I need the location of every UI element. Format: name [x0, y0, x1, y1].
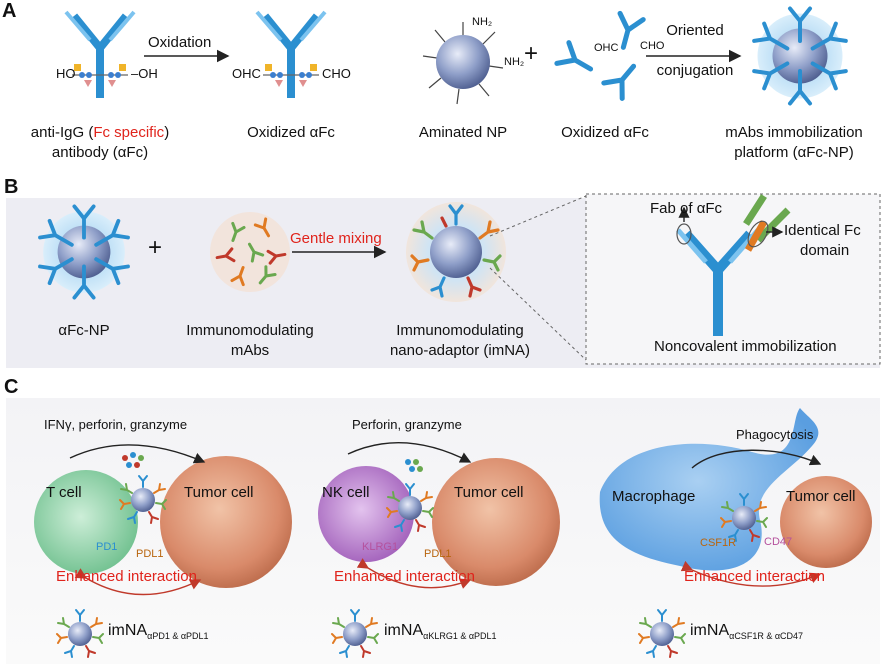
plus-sign-a: + [524, 40, 539, 67]
enhanced-label-2: Enhanced interaction [334, 568, 475, 585]
legend-imna-1 [56, 609, 104, 658]
antibody-native [64, 10, 136, 98]
scene3-top-label: Phagocytosis [736, 427, 814, 442]
imna-caption-1: Immunomodulating [396, 322, 524, 339]
enhanced-label-1: Enhanced interaction [56, 568, 197, 585]
antibody-caption: anti-IgG (Fc specific) [0, 124, 200, 141]
pdl1-label-2: PDL1 [424, 548, 452, 560]
cho-label: CHO [322, 66, 351, 81]
cd47-label: CD47 [764, 536, 793, 548]
oriented-label: Oriented [666, 22, 724, 39]
scene-nkcell [318, 442, 560, 589]
legend-label-3-base: imNA [690, 622, 730, 639]
t-cell-label: T cell [46, 484, 82, 501]
imna-b [406, 202, 506, 302]
legend-label-1: imNAαPD1 & αPDL1 [108, 622, 209, 641]
oxidation-label: Oxidation [148, 34, 212, 51]
panel-letter-a: A [2, 0, 17, 22]
tumor-cell-3 [780, 476, 872, 568]
legend-label-2-sub: αKLRG1 & αPDL1 [423, 631, 497, 641]
csf1r-label: CSF1R [700, 537, 737, 549]
mabs-caption-1: Immunomodulating [186, 322, 314, 339]
mabs-cluster [210, 212, 290, 292]
t-cell-shape [34, 470, 138, 574]
fab-label: Fab of αFc [650, 200, 723, 217]
mabs-caption-2: mAbs [230, 342, 270, 359]
afc-np-b [40, 206, 128, 297]
noncovalent-label: Noncovalent immobilization [654, 338, 837, 355]
legend-label-1-base: imNA [108, 622, 148, 639]
macrophage-shape [599, 408, 819, 571]
macrophage-label: Macrophage [612, 488, 696, 505]
antibody-oxidized [255, 10, 327, 98]
scene-macrophage [599, 408, 872, 587]
legend-label-2-base: imNA [384, 622, 424, 639]
nh2-label: NH₂ [504, 56, 525, 68]
plus-sign-b: + [148, 234, 163, 261]
oxidized-afc-caption-2: Oxidized αFc [561, 124, 649, 141]
enhanced-label-3: Enhanced interaction [684, 568, 825, 585]
legend-label-3: imNAαCSF1R & αCD47 [690, 622, 803, 641]
legend-label-1-sub: αPD1 & αPDL1 [147, 631, 209, 641]
pdl1-label-1: PDL1 [136, 548, 164, 560]
aminated-np-caption: Aminated NP [418, 124, 508, 141]
panel-letter-b: B [4, 176, 19, 198]
tumor-cell-1 [160, 456, 292, 588]
gentle-mixing-label: Gentle mixing [290, 230, 382, 247]
scene1-top-label: IFNγ, perforin, granzyme [44, 417, 188, 432]
legend-imna-2 [331, 609, 379, 658]
nk-cell-shape [318, 466, 414, 562]
antibody-caption-pre: anti-IgG ( [30, 124, 94, 141]
cho-label-cluster: CHO [640, 40, 665, 52]
ohc-label: OHC [232, 66, 261, 81]
aminated-np [422, 22, 504, 105]
zoom-box [585, 193, 881, 365]
pd1-label: PD1 [96, 541, 118, 553]
identical-fc-label-2: domain [800, 242, 850, 259]
nk-cell-label: NK cell [322, 484, 370, 501]
tumor-cell-label-2: Tumor cell [454, 484, 524, 501]
oxidized-antibody-cluster [554, 10, 646, 101]
panel-letter-c: C [4, 376, 19, 398]
antibody-caption-line2: antibody (αFc) [51, 144, 149, 161]
legend-label-3-sub: αCSF1R & αCD47 [729, 631, 804, 641]
afc-np-caption: αFc-NP [58, 322, 110, 339]
platform-caption-2: platform (αFc-NP) [734, 144, 854, 161]
scene2-top-label: Perforin, granzyme [352, 417, 462, 432]
platform-caption-1: mAbs immobilization [725, 124, 863, 141]
nh2-label-top: NH₂ [472, 16, 493, 28]
ohc-label-cluster: OHC [594, 42, 619, 54]
identical-fc-label-1: Identical Fc [784, 222, 861, 239]
antibody-caption-post: ) [164, 124, 170, 141]
legend-label-2: imNAαKLRG1 & αPDL1 [384, 622, 497, 641]
scene-tcell [34, 444, 292, 596]
tumor-cell-label-3: Tumor cell [786, 488, 856, 505]
oxidized-afc-caption-1: Oxidized αFc [247, 124, 335, 141]
klrg1-label: KLRG1 [362, 541, 399, 553]
zoom-antibody [676, 194, 791, 336]
legend-imna-3 [638, 609, 686, 658]
antibody-caption-red: Fc specific [93, 124, 165, 141]
conjugation-label: conjugation [656, 62, 734, 79]
tumor-cell-2 [432, 458, 560, 586]
imna-caption-2: nano-adaptor (imNA) [389, 342, 531, 359]
oh-label: –OH [131, 66, 158, 81]
tumor-cell-label-1: Tumor cell [184, 484, 254, 501]
afc-np-platform [754, 9, 846, 104]
ho-label: HO [56, 66, 76, 81]
